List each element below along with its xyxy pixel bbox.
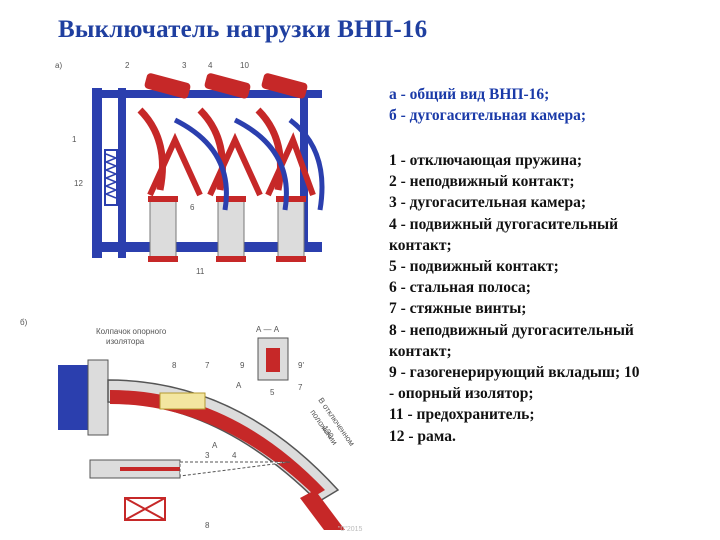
cap-label-2: изолятора — [106, 337, 145, 346]
arc-chute-section — [58, 337, 345, 530]
legend-item: 3 - дугогасительная камера; — [389, 194, 586, 212]
svg-text:3: 3 — [182, 61, 187, 70]
legend-view-b: б - дугогасительная камера; — [389, 107, 586, 124]
legend-item: 2 - неподвижный контакт; — [389, 173, 575, 191]
svg-text:1: 1 — [72, 135, 77, 144]
svg-text:9': 9' — [298, 361, 304, 370]
svg-text:5: 5 — [270, 388, 275, 397]
cap-label: Колпачок опорного — [96, 327, 167, 336]
legend-item: - опорный изолятор; — [389, 385, 534, 403]
legend-item: 5 - подвижный контакт; — [389, 258, 559, 276]
svg-text:10: 10 — [240, 61, 249, 70]
svg-text:9: 9 — [240, 361, 245, 370]
svg-text:4: 4 — [208, 61, 213, 70]
svg-text:А — А: А — А — [256, 325, 280, 334]
callouts-a: 2 3 4 10 1 12 6 11 — [72, 61, 249, 276]
svg-text:2: 2 — [125, 61, 130, 70]
legend-item: 6 - стальная полоса; — [389, 279, 531, 297]
legend-item: 11 - предохранитель; — [389, 406, 535, 424]
svg-text:А: А — [212, 441, 218, 450]
legend-item: 9 - газогенерирующий вкладыш; 10 — [389, 364, 640, 382]
svg-text:11: 11 — [196, 267, 205, 276]
svg-text:3: 3 — [205, 451, 210, 460]
legend-item: 7 - стяжные винты; — [389, 300, 527, 318]
spring-1 — [103, 153, 119, 199]
svg-text:12: 12 — [74, 179, 83, 188]
label-view-b: б) — [20, 318, 28, 327]
svg-text:7: 7 — [298, 383, 303, 392]
legend-item: 8 - неподвижный дугогасительный — [389, 321, 634, 339]
svg-text:8: 8 — [172, 361, 177, 370]
svg-text:4: 4 — [232, 451, 237, 460]
legend-item: 4 - подвижный дугогасительный — [389, 215, 619, 233]
legend-views: а - общий вид ВНП-16; б - дугогасительна… — [389, 84, 586, 126]
slide-title: Выключатель нагрузки ВНП-16 — [58, 16, 428, 43]
svg-text:8: 8 — [205, 521, 210, 530]
svg-text:А: А — [236, 381, 242, 390]
switch-diagram: а) — [20, 61, 356, 530]
legend-parts: 1 - отключающая пружина; 2 - неподвижный… — [389, 150, 709, 447]
label-view-a: а) — [55, 61, 62, 70]
footer-note: "0"2015 — [338, 526, 363, 533]
legend-item: контакт; — [389, 236, 452, 254]
legend-item: 12 - рама. — [389, 427, 456, 445]
svg-text:7: 7 — [205, 361, 210, 370]
poles — [137, 73, 325, 262]
legend-item: 1 - отключающая пружина; — [389, 152, 583, 169]
legend-item: контакт; — [389, 342, 452, 360]
legend-view-a: а - общий вид ВНП-16; — [389, 86, 550, 103]
svg-text:6: 6 — [190, 203, 195, 212]
